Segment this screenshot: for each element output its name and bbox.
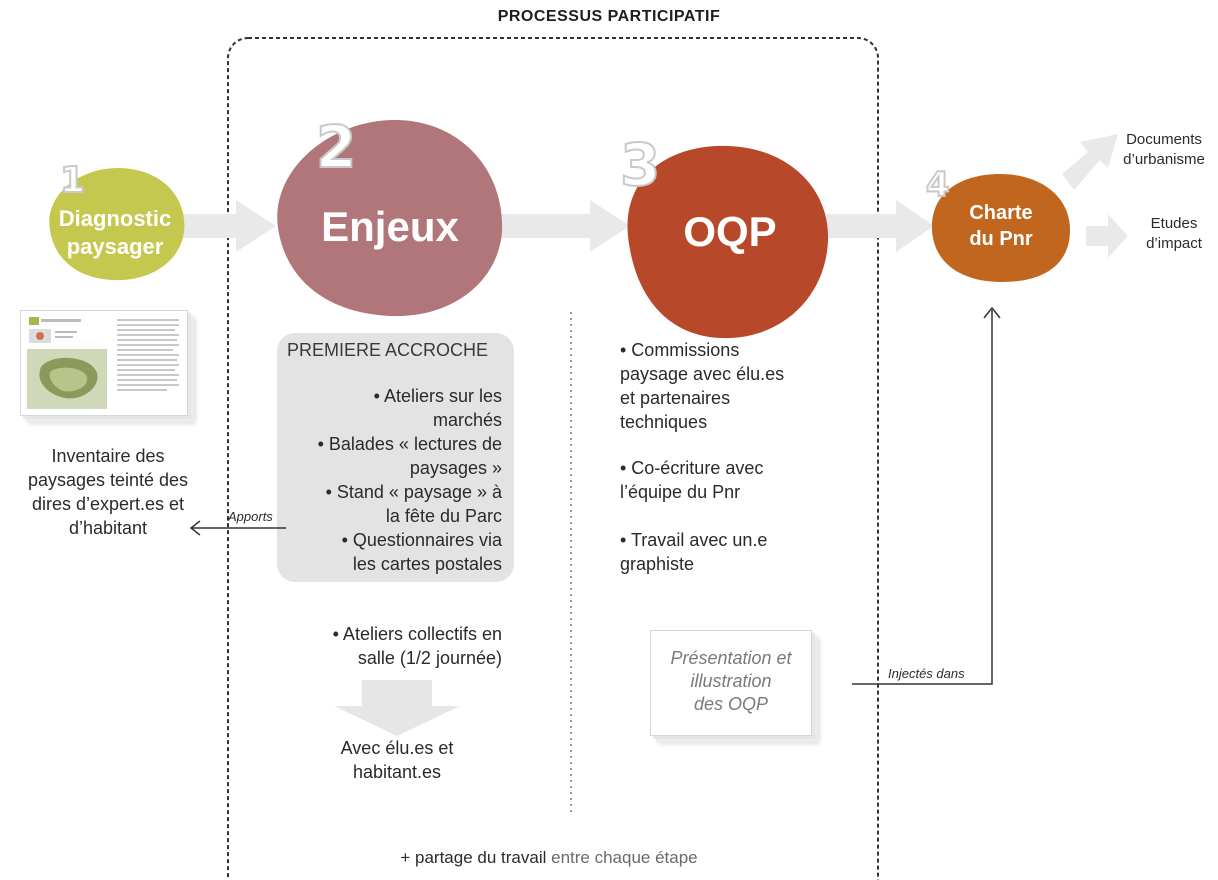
oqp-commissions-line2: paysage avec élu.es	[620, 364, 785, 384]
footer-note: + partage du travail entre chaque étape	[0, 848, 1098, 868]
inventaire-caption-line1: Inventaire des	[51, 446, 165, 466]
presentation-oqp-text: Présentation et illustration des OQP	[651, 647, 811, 716]
accroche-item-questionnaires-line1: • Questionnaires via	[341, 530, 502, 550]
ateliers-collectifs-line1: • Ateliers collectifs en	[332, 624, 502, 644]
step1-number: 1	[59, 159, 86, 202]
flow-arrow-3-4	[826, 200, 934, 252]
oqp-item-coecriture: • Co-écriture avec l’équipe du Pnr	[620, 456, 840, 504]
ateliers-collectifs: • Ateliers collectifs en salle (1/2 jour…	[280, 622, 502, 670]
document-page-illustration	[27, 317, 179, 409]
accroche-item-stand-line1: • Stand « paysage » à	[325, 482, 502, 502]
inventaire-caption: Inventaire des paysages teinté des dires…	[8, 444, 208, 540]
avec-elus-habitants: Avec élu.es et habitant.es	[297, 736, 497, 784]
inventaire-document-thumbnail	[20, 310, 188, 416]
accroche-item-marches: • Ateliers sur les marchés	[282, 384, 502, 432]
avec-elus-line1: Avec élu.es et	[340, 738, 454, 758]
step3-number: 3	[619, 131, 661, 199]
output-etudes-line1: Etudes	[1150, 215, 1198, 232]
output-etudes-impact: Etudes d’impact	[1132, 214, 1216, 254]
step3-blob	[627, 145, 829, 339]
oqp-graphiste-line2: graphiste	[620, 554, 695, 574]
presentation-line2: illustration	[690, 671, 772, 691]
presentation-line3: des OQP	[693, 694, 769, 714]
oqp-commissions-line4: techniques	[620, 412, 708, 432]
injectes-label: Injectés dans	[888, 666, 965, 681]
output-documents-urbanisme: Documents d’urbanisme	[1112, 130, 1216, 170]
footer-prefix: + partage du travail	[400, 848, 547, 867]
step4-number: 4	[925, 165, 951, 205]
apports-label: Apports	[228, 509, 273, 524]
output-documents-line2: d’urbanisme	[1123, 151, 1205, 168]
step4-label-line1: Charte	[969, 202, 1033, 224]
premiere-accroche-title: PREMIERE ACCROCHE	[287, 340, 489, 360]
oqp-commissions-line3: et partenaires	[620, 388, 731, 408]
accroche-item-marches-line1: • Ateliers sur les	[373, 386, 502, 406]
injectes-line	[852, 310, 993, 685]
inventaire-caption-line2: paysages teinté des	[27, 470, 189, 490]
oqp-item-graphiste: • Travail avec un.e graphiste	[620, 528, 840, 576]
output-documents-line1: Documents	[1126, 131, 1202, 148]
avec-elus-line2: habitant.es	[352, 762, 442, 782]
presentation-oqp-document: Présentation et illustration des OQP	[650, 630, 812, 736]
ateliers-collectifs-line2: salle (1/2 journée)	[357, 648, 502, 668]
accroche-item-balades-line1: • Balades « lectures de	[317, 434, 502, 454]
step4-blob	[931, 174, 1070, 282]
flow-arrow-2-3	[494, 200, 630, 252]
oqp-commissions-line1: • Commissions	[620, 340, 740, 360]
accroche-item-questionnaires: • Questionnaires via les cartes postales	[282, 528, 502, 576]
accroche-item-stand-line2: la fête du Parc	[385, 506, 502, 526]
down-arrow	[334, 680, 460, 736]
frame-title: PROCESSUS PARTICIPATIF	[497, 8, 721, 25]
output-arrow-documents	[1062, 134, 1118, 190]
premiere-accroche-box	[277, 333, 514, 582]
step3-label: OQP	[683, 208, 777, 255]
injectes-arrowhead	[983, 306, 1001, 319]
footer-suffix: entre chaque étape	[551, 848, 698, 867]
step4-label: Charte du Pnr	[935, 200, 1067, 252]
inventaire-caption-line4: d’habitant	[68, 518, 148, 538]
presentation-line1: Présentation et	[670, 648, 792, 668]
accroche-item-balades-line2: paysages »	[409, 458, 502, 478]
output-etudes-line2: d’impact	[1146, 235, 1202, 252]
step1-label-line2: paysager	[66, 234, 164, 259]
inventaire-caption-line3: dires d’expert.es et	[31, 494, 185, 514]
step2-blob	[277, 120, 503, 317]
step4-label-line2: du Pnr	[969, 228, 1033, 250]
step2-label: Enjeux	[321, 203, 459, 250]
flow-arrow-1-2	[180, 200, 276, 252]
premiere-accroche-list: • Ateliers sur les marchés • Balades « l…	[282, 384, 502, 576]
step2-number: 2	[315, 113, 357, 181]
apports-arrowhead	[189, 520, 201, 536]
oqp-coecriture-line2: l’équipe du Pnr	[620, 482, 741, 502]
oqp-graphiste-line1: • Travail avec un.e	[620, 530, 768, 550]
accroche-item-questionnaires-line2: les cartes postales	[352, 554, 502, 574]
step1-blob	[49, 168, 185, 281]
step1-label: Diagnostic paysager	[40, 205, 190, 261]
step1-label-line1: Diagnostic	[58, 206, 172, 231]
oqp-item-commissions: • Commissions paysage avec élu.es et par…	[620, 338, 840, 434]
accroche-item-balades: • Balades « lectures de paysages »	[282, 432, 502, 480]
oqp-coecriture-line1: • Co-écriture avec	[620, 458, 764, 478]
output-arrow-etudes	[1086, 214, 1128, 258]
accroche-item-stand: • Stand « paysage » à la fête du Parc	[282, 480, 502, 528]
participatory-frame	[227, 37, 879, 880]
accroche-item-marches-line2: marchés	[432, 410, 502, 430]
